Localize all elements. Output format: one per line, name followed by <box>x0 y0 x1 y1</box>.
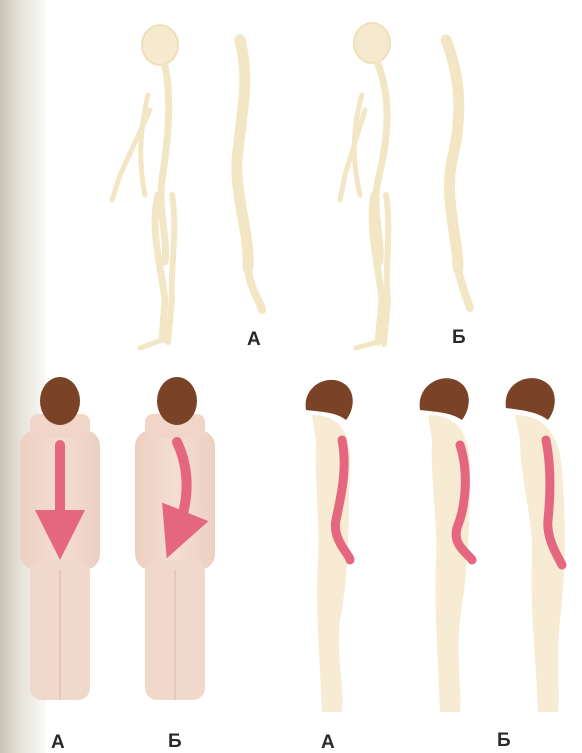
label-back-view-b: Б <box>168 732 182 751</box>
label-side-view-b: Б <box>497 731 511 750</box>
back-view-figure-b <box>135 377 215 700</box>
side-view-figure-b2 <box>506 378 565 712</box>
label-side-view-a: А <box>321 733 335 752</box>
side-view-figure-a <box>306 380 353 712</box>
label-back-view-a: А <box>51 733 65 752</box>
skeleton-normal <box>112 25 178 348</box>
back-view-figure-a <box>20 377 100 700</box>
label-top-b: Б <box>452 328 466 347</box>
label-top-a: А <box>247 330 261 349</box>
side-view-figure-b1 <box>420 378 472 712</box>
skeleton-bad-posture <box>340 23 390 348</box>
spine-normal <box>237 40 262 310</box>
spine-bad-posture <box>446 40 470 308</box>
